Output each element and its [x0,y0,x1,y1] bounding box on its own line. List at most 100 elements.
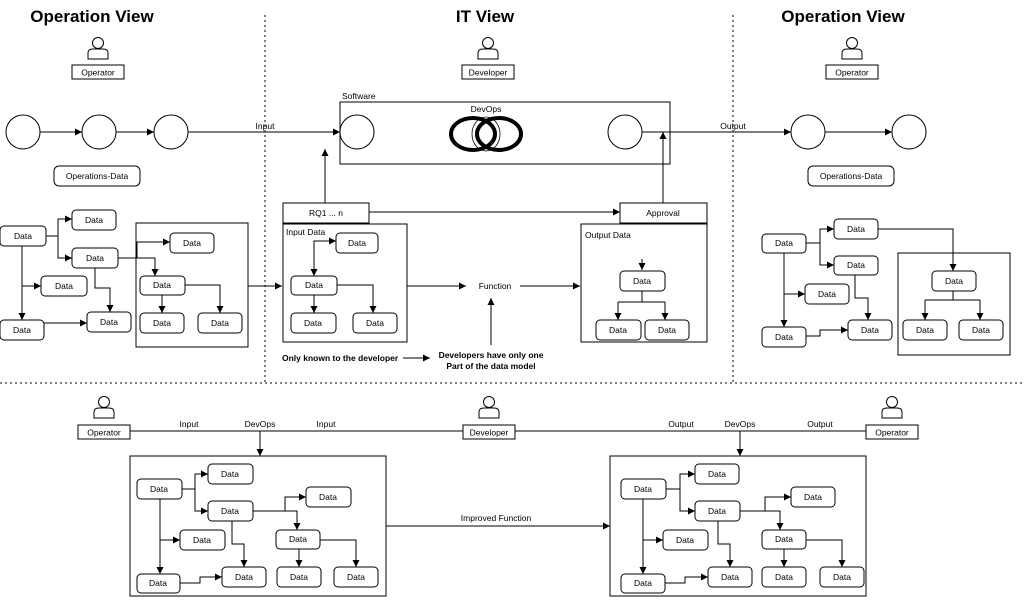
svg-text:Data: Data [221,469,239,479]
process-node [339,114,375,150]
svg-text:Data: Data [916,325,934,335]
output-label: Output [720,121,746,131]
bottom-flow: Operator Developer Operator Input DevOps… [77,396,919,530]
developer-bottom: Developer [462,396,516,440]
data-node: Data [662,529,709,551]
improved-function-label: Improved Function [461,513,532,523]
process-flow: Input Output [5,114,927,150]
data-node: Data [333,566,379,588]
data-node: Data [620,573,666,594]
data-node: Data [290,312,337,334]
function-label: Function [479,281,512,291]
data-node: Data [833,255,879,276]
title-operation-view-left: Operation View [30,7,154,26]
operator-bottom-left: Operator [77,396,131,440]
process-node [81,114,117,150]
svg-text:Data: Data [183,238,201,248]
data-node: Data [207,463,254,485]
process-node [607,114,643,150]
svg-text:Data: Data [775,332,793,342]
data-node: Data [169,232,215,254]
devops-label: DevOps [471,104,502,114]
data-node: Data [71,247,119,269]
data-model-frame-bottom-left [129,455,387,597]
operations-data-label: Operations-Data [820,171,883,181]
data-node: Data [0,225,47,247]
svg-text:Data: Data [86,253,104,263]
svg-text:Data: Data [347,572,365,582]
developer-top: Developer [461,37,515,80]
process-node [5,114,41,150]
operations-data-right: Operations-Data [807,165,895,187]
only-known-note: Only known to the developer [282,353,399,363]
data-model-bottom-left: Data Data Data Data Data Data Data Data … [136,463,379,594]
process-node [891,114,927,150]
svg-text:Data: Data [721,572,739,582]
data-node: Data [221,566,267,588]
it-view-model: RQ1 ... n Input Data Approval Output Dat… [282,132,708,371]
svg-text:Data: Data [775,238,793,248]
operations-data-label: Operations-Data [66,171,129,181]
svg-text:Data: Data [221,506,239,516]
svg-text:Data: Data [305,280,323,290]
input-data-frame [282,223,408,343]
output-data-frame [580,223,708,343]
svg-text:Data: Data [833,572,851,582]
svg-text:Data: Data [348,238,366,248]
data-node: Data [139,275,186,296]
data-model-frame-right [897,252,1011,356]
software-label: Software [342,91,376,101]
svg-text:Data: Data [804,492,822,502]
svg-text:Data: Data [708,506,726,516]
bottom-output-label: Output [807,419,833,429]
data-model-bottom-right: Data Data Data Data Data Data Data Data … [620,463,865,594]
data-node: Data [761,233,807,254]
svg-text:Data: Data [13,325,31,335]
role-label: Developer [470,428,509,438]
data-node: Data [136,573,181,594]
data-model-frame-bottom-right [609,455,867,597]
svg-text:Data: Data [634,578,652,588]
process-node [790,114,826,150]
role-label: Operator [81,68,115,78]
data-node: Data [290,275,338,296]
operator-top-left: Operator [71,37,125,80]
input-label: Input [256,121,276,131]
svg-text:Data: Data [100,317,118,327]
role-label: Operator [875,428,909,438]
bottom-devops-label: DevOps [725,419,756,429]
svg-text:Data: Data [818,289,836,299]
bottom-output-label: Output [668,419,694,429]
data-node: Data [761,566,807,588]
svg-text:Data: Data [972,325,990,335]
input-data-label: Input Data [286,227,325,237]
data-node: Data [902,319,948,341]
svg-text:Data: Data [319,492,337,502]
svg-text:Data: Data [633,276,651,286]
svg-text:Data: Data [193,535,211,545]
bottom-input-label: Input [317,419,337,429]
svg-text:Data: Data [945,276,963,286]
developer-note-line2: Part of the data model [446,361,535,371]
process-node [153,114,189,150]
approval-label: Approval [646,208,680,218]
svg-text:Data: Data [14,231,32,241]
data-node: Data [352,312,398,334]
output-data-label: Output Data [585,230,631,240]
svg-text:Data: Data [775,572,793,582]
data-node: Data [275,529,321,550]
data-node: Data [694,500,741,522]
data-node: Data [790,486,836,508]
data-node: Data [139,312,185,334]
data-node: Data [197,312,243,334]
data-model-frame-left [135,222,249,348]
bottom-devops-label: DevOps [245,419,276,429]
svg-text:Data: Data [634,484,652,494]
svg-text:Data: Data [304,318,322,328]
svg-text:Data: Data [775,534,793,544]
data-node: Data [761,529,807,550]
svg-text:Data: Data [211,318,229,328]
svg-text:Data: Data [609,325,627,335]
data-node: Data [86,311,132,333]
